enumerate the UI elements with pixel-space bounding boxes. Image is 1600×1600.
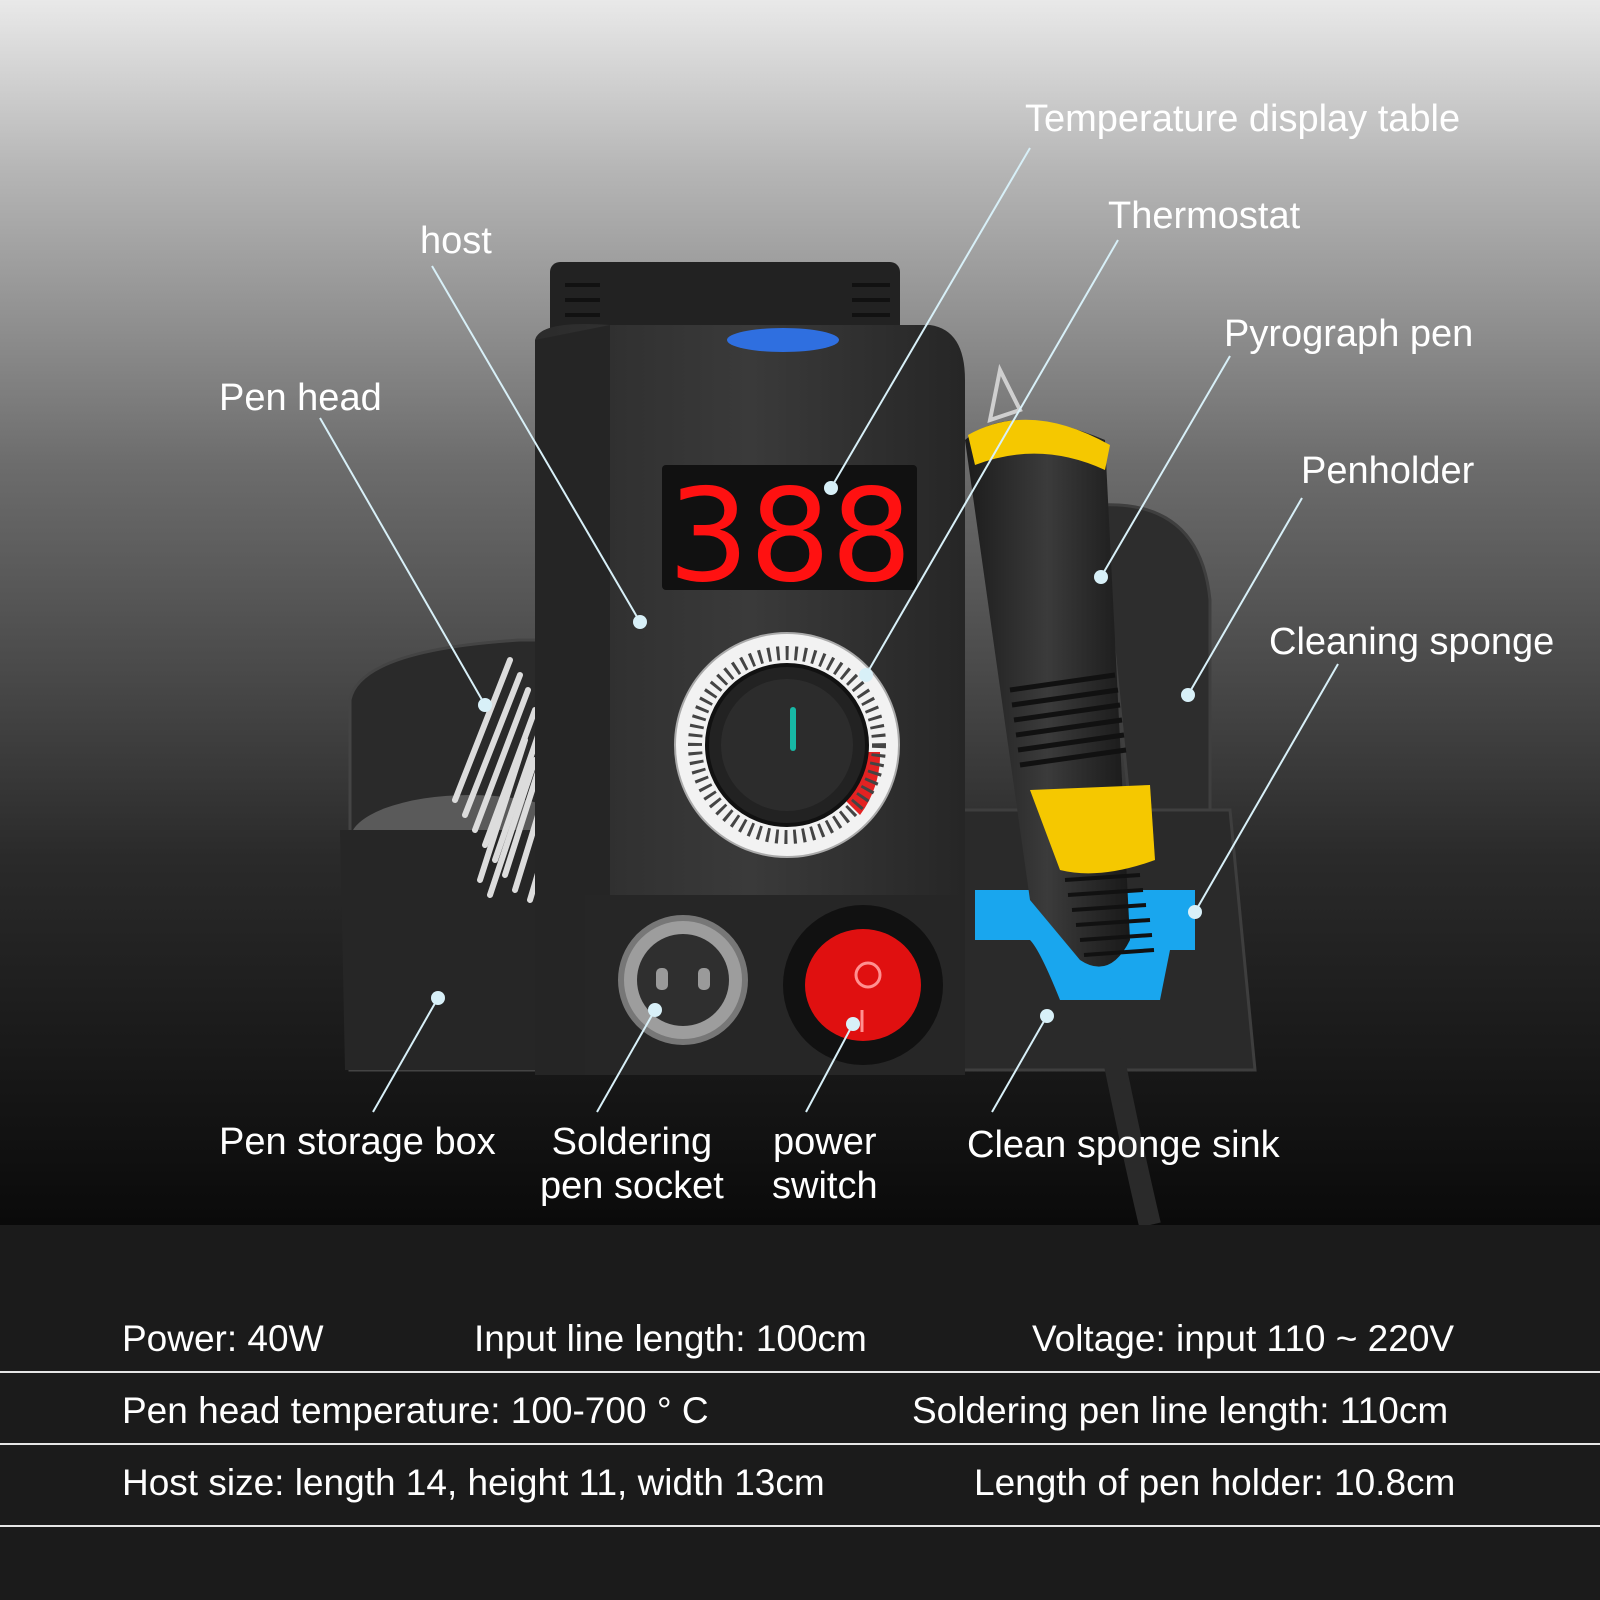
callout-soldering-pen-socket-line2: pen socket — [540, 1165, 724, 1207]
pyrograph-pen[interactable] — [965, 363, 1161, 1225]
product-illustration: 388 — [0, 0, 1600, 1225]
spec-row-2: Pen head temperature: 100-700 ° C Solder… — [0, 1373, 1600, 1445]
callout-host: host — [420, 220, 492, 262]
spec-host-size: Host size: length 14, height 11, width 1… — [122, 1462, 825, 1503]
temperature-readout: 388 — [668, 462, 912, 611]
callout-pen-head: Pen head — [219, 377, 382, 419]
callout-power-switch-line1: power — [773, 1121, 877, 1163]
spec-pen-head-temperature: Pen head temperature: 100-700 ° C — [122, 1390, 709, 1431]
spec-voltage: Voltage: input 110 ~ 220V — [1032, 1318, 1455, 1359]
callout-power-switch-line2: switch — [772, 1165, 878, 1207]
anchor-dots — [431, 481, 1202, 1031]
callout-penholder: Penholder — [1301, 450, 1475, 492]
callout-thermostat: Thermostat — [1108, 195, 1301, 237]
power-switch[interactable] — [783, 905, 943, 1065]
callout-soldering-pen-socket: Soldering pen socket — [540, 1120, 724, 1208]
spec-pen-holder-length: Length of pen holder: 10.8cm — [974, 1462, 1456, 1503]
spec-row-3: Host size: length 14, height 11, width 1… — [0, 1445, 1600, 1527]
thermostat-knob[interactable] — [674, 632, 900, 858]
temperature-display — [662, 465, 917, 590]
callout-cleaning-sponge: Cleaning sponge — [1269, 621, 1555, 663]
soldering-pen-socket[interactable] — [618, 915, 748, 1045]
indicator-light — [727, 328, 839, 352]
spec-power: Power: 40W — [122, 1318, 324, 1359]
callout-soldering-pen-socket-line1: Soldering — [551, 1121, 713, 1163]
callout-power-switch: power switch — [772, 1120, 878, 1208]
spec-input-line-length: Input line length: 100cm — [474, 1318, 867, 1359]
host-body: 388 — [535, 262, 965, 1075]
callout-pen-storage-box: Pen storage box — [219, 1121, 496, 1163]
callout-pyrograph-pen: Pyrograph pen — [1224, 313, 1474, 355]
callout-clean-sponge-sink: Clean sponge sink — [967, 1124, 1280, 1166]
callout-temperature-display-table: Temperature display table — [1025, 98, 1461, 140]
soldering-station-illustration: 388 — [319, 147, 1339, 1225]
leader-lines — [319, 147, 1339, 1113]
spec-soldering-pen-line-length: Soldering pen line length: 110cm — [912, 1390, 1449, 1431]
specifications-table: Power: 40W Input line length: 100cm Volt… — [0, 1225, 1600, 1600]
spec-row-1: Power: 40W Input line length: 100cm Volt… — [0, 1301, 1600, 1373]
